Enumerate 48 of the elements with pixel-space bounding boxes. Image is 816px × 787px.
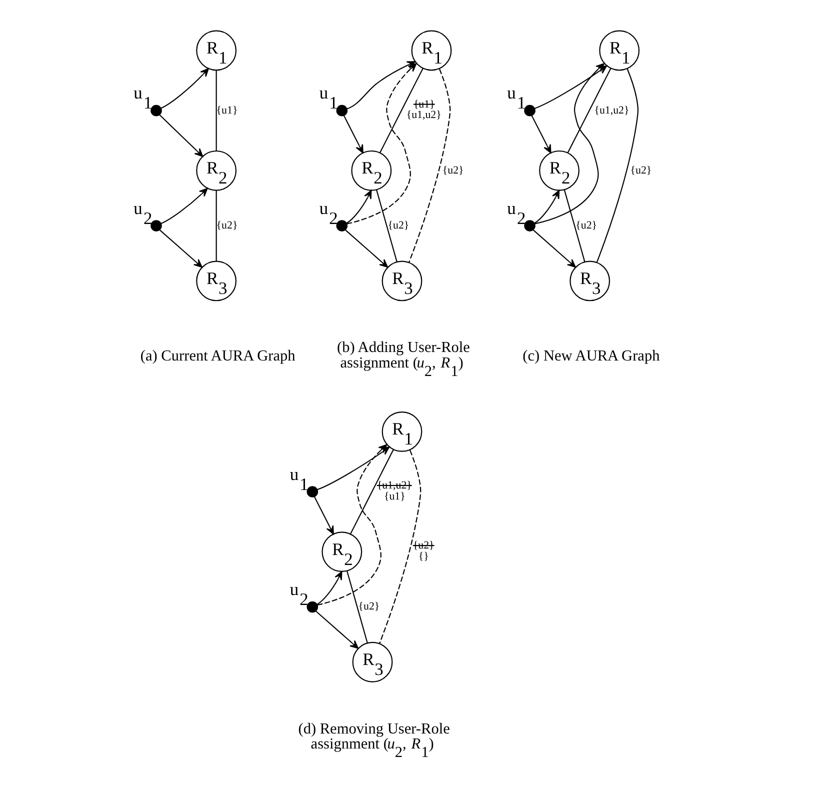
connector [596, 68, 638, 262]
arrow [345, 229, 388, 268]
edge-label: {u2} [216, 219, 238, 232]
node-circle [524, 104, 536, 116]
connector [350, 448, 394, 534]
arrow [316, 610, 359, 648]
arrow [343, 114, 364, 153]
edge-label: {u2} [442, 164, 464, 176]
connector [379, 449, 422, 644]
connector [346, 570, 368, 643]
edge-label: {u2} [388, 219, 410, 232]
connector [567, 68, 612, 152]
edge-label: {u1,u2} {u1} [376, 478, 412, 502]
arrow [159, 114, 204, 156]
connector [216, 70, 217, 150]
connector [376, 189, 398, 262]
edge-label: {u1} {u1,u2} [406, 98, 442, 121]
arrow [346, 190, 372, 224]
arrow [346, 62, 417, 224]
arrow [160, 68, 209, 108]
arrow [160, 187, 208, 224]
arrow [534, 190, 560, 224]
edge-label: {u1,u2} [594, 104, 630, 116]
node-circle [150, 104, 162, 116]
connector [564, 189, 586, 262]
arrow [317, 444, 388, 606]
edge-label: {u1} [216, 104, 238, 116]
label: (c) New AURA Graph [522, 346, 660, 364]
connector [216, 190, 217, 261]
arrow [159, 229, 202, 268]
arrow [316, 570, 342, 604]
arrow [533, 229, 576, 268]
connector [408, 68, 451, 262]
node-circle [336, 220, 348, 231]
arrow [531, 114, 552, 153]
node-circle [336, 104, 348, 116]
arrow [314, 496, 334, 534]
node-circle [306, 600, 318, 612]
edge-label: {u2} [630, 164, 652, 176]
label: (a) Current AURA Graph [140, 346, 296, 364]
node-circle [150, 220, 162, 231]
arrow [534, 62, 605, 224]
connector [380, 68, 424, 152]
node-circle [306, 486, 318, 497]
edge-label: {u2} [576, 219, 598, 232]
edge-label: {u2} {} [412, 539, 434, 562]
node-circle [524, 220, 536, 231]
edge-label: {u2} [358, 600, 380, 612]
